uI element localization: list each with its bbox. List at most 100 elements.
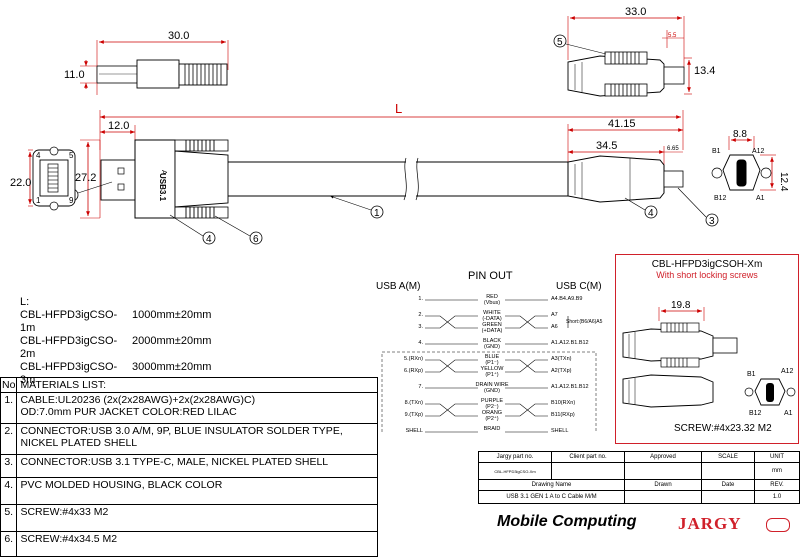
material-row: 5.SCREW:#4x33 M2 [0,504,378,532]
material-line: SCREW:#4x33 M2 [20,506,109,518]
dim-12: 12.0 [108,120,129,132]
tb-drawing-name: Drawing Name [478,479,625,491]
pinout-wire-signal: (P1⁻) [485,360,499,366]
material-desc: CABLE:UL20236 (2x(2x28AWG)+2x(2x28AWG)C)… [16,392,378,424]
dim-27-2: 27.2 [75,172,96,184]
pinout-wire-color: BLACK [482,338,502,344]
cable-body [228,157,568,201]
material-line: SCREW:#4x34.5 M2 [20,533,118,545]
material-row: 4.PVC MOLDED HOUSING, BLACK COLOR [0,477,378,505]
dim-13-4: 13.4 [694,65,715,77]
dim-6-65: 6.65 [667,146,679,152]
pinout-wire-signal: (Vbus) [483,300,501,306]
pin-4: 4 [36,151,41,160]
usb-a-front-face: 4 1 5 9 22.0 [10,146,76,211]
tb-unit-value: mm [754,462,800,480]
material-line: PVC MOLDED HOUSING, BLACK COLOR [20,479,223,491]
pinout-left-pin: 9.(TXp) [404,412,423,418]
pinout-wiring [425,299,569,433]
pin-5: 5 [69,151,74,160]
materials-list: No MATERIALS LIST: 1.CABLE:UL20236 (2x(2… [0,377,378,557]
tb-drawn: Drawn [624,479,702,491]
pin-9: 9 [69,196,74,205]
tb-rev: REV. [754,479,800,491]
material-desc: SCREW:#4x34.5 M2 [16,531,378,557]
pinout-wire: BLUE(P1⁻) [470,354,514,366]
material-no: 6. [0,531,18,557]
inset-screw: SCREW:#4x23.32 M2 [674,423,772,434]
pinout-wire: WHITE(-DATA) [470,310,514,322]
jargy-mark-icon [766,518,790,532]
length-value: 2000mm±20mm [132,335,212,347]
pinout-short-note: Short:(B6/A6)A5 [566,319,603,325]
material-line: NICKEL PLATED SHELL [20,437,138,449]
pinout-wire-color: YELLOW [480,366,504,372]
pinout-left-pin: 6.(RXp) [404,368,423,374]
material-line: OD:7.0mm PUR JACKET COLOR:RED LILAC [20,406,237,418]
pinout-wire-color: BLUE [484,354,500,360]
dim-22: 22.0 [10,177,31,189]
length-part: CBL-HFPD3igCSO-2m [20,335,118,360]
dim-5-5: 5.5 [668,33,677,39]
dim-41-15: 41.15 [608,118,636,130]
pinout-left-pin: SHELL [405,428,423,434]
mobile-computing-logo: Mobile Computing [497,513,637,530]
usb-c-front-face: 8.8 B1 A12 B12 A1 12.4 [711,129,789,202]
material-row: 1.CABLE:UL20236 (2x(2x28AWG)+2x(2x28AWG)… [0,392,378,424]
pinout-wire-color: BRAID [483,426,501,432]
material-row: 6.SCREW:#4x34.5 M2 [0,531,378,557]
callout-6: 6 [253,234,259,245]
pinout-left-pin: 8.(TXn) [404,400,423,406]
tb-drawing-value: USB 3.1 GEN 1 A to C Cable M/M [478,490,625,504]
pin-a12: A12 [752,148,765,155]
callout-1: 1 [374,208,380,219]
length-row: CBL-HFPD3igCSO-2m 2000mm±20mm [20,335,211,361]
pinout-wire: BRAID [470,426,514,432]
pinout-right-pin: A1.A12.B1.B12 [551,384,589,390]
tb-scale: SCALE [701,451,755,463]
pinout-right-pin: B10(RXn) [551,400,576,406]
length-value: 1000mm±20mm [132,309,212,321]
pinout-wire: DRAIN WIRE(GND) [470,382,514,394]
pinout-wire-signal: (P1⁺) [485,372,499,378]
pinout-wire-signal: (GND) [484,388,500,394]
pinout-wire-signal: (-DATA) [482,316,502,322]
pin-1: 1 [36,196,41,205]
length-value: 3000mm±20mm [132,361,212,373]
dim-11: 11.0 [64,69,85,81]
callout-4-left: 4 [206,234,212,245]
pinout-right-title: USB C(M) [556,281,602,292]
material-row: 2.CONNECTOR:USB 3.0 A/M, 9P, BLUE INSULA… [0,423,378,455]
pinout-wire: RED(Vbus) [470,294,514,306]
tb-unit: UNIT [754,451,800,463]
pinout-right-pin: A3(TXn) [551,356,572,362]
plug-marking: USB3.1 [158,173,167,202]
pinout-wire-color: GREEN [482,322,502,328]
pinout-wire-signal: (P2⁻) [485,404,499,410]
pinout-wire-color: DRAIN WIRE [475,382,509,388]
pin-b12: B12 [714,195,727,202]
dim-L: L [395,101,402,116]
dim-19-8: 19.8 [671,300,691,311]
pinout-wire-signal: (+DATA) [481,328,503,334]
pinout-wire-color: PURPLE [480,398,503,404]
materials-head-no: No [0,377,18,393]
pinout-left-pin: 1. [418,296,423,302]
pinout-wire: BLACK(GND) [470,338,514,350]
callout-4-right: 4 [648,208,654,219]
inset-pin-a1: A1 [784,410,793,417]
length-header: L: [20,296,30,308]
pin-a1: A1 [756,195,765,202]
pinout-left-pin: 7. [418,384,423,390]
pinout-right-pin: A4.B4.A9.B9 [551,296,583,302]
inset-pin-b12: B12 [749,410,762,417]
pinout-wire-color: WHITE [483,310,501,316]
tb-client-part: Client part no. [551,451,625,463]
pinout-wire-color: RED [486,294,498,300]
material-no: 3. [0,454,18,478]
usb-a-side-view: 27.2 USB3.1 A [75,139,229,219]
pinout-right-pin: A1.A12.B1.B12 [551,340,589,346]
inset-panel: CBL-HFPD3igCSOH-Xm With short locking sc… [615,254,799,444]
